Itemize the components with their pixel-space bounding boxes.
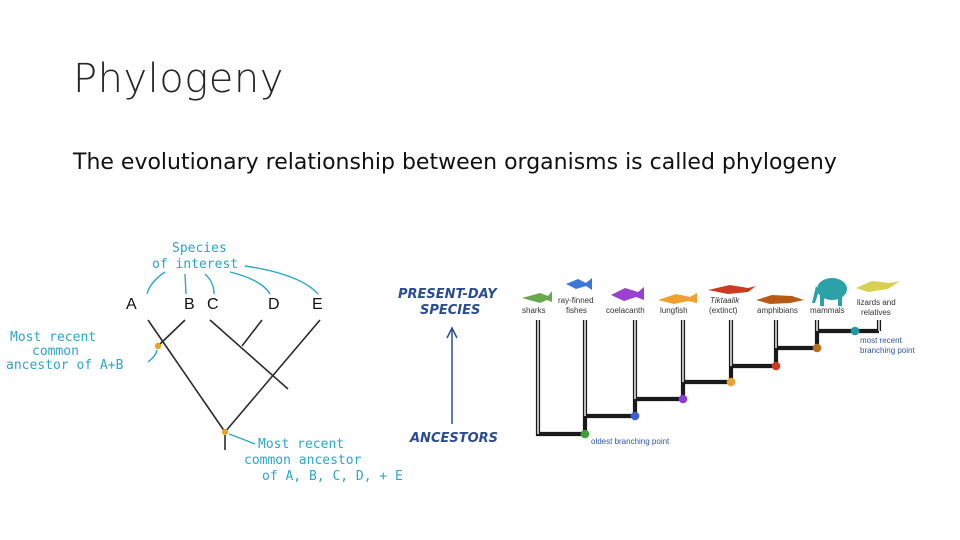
taxon-label-coelacanth: coelacanth <box>606 306 645 315</box>
most-recent-label-line1: most recent <box>860 336 903 345</box>
taxon-label-fishes: fishes <box>566 306 587 315</box>
tiktaalik-icon <box>708 285 756 294</box>
branch-node-1 <box>580 429 590 439</box>
taxon-label-lungfish: lungfish <box>660 306 688 315</box>
node-root <box>221 428 229 436</box>
branch-D <box>241 319 263 347</box>
species-arrows <box>146 265 319 295</box>
taxon-label-sharks: sharks <box>522 306 546 315</box>
taxon-label-mammals: mammals <box>810 306 845 315</box>
lungfish-icon <box>658 293 697 304</box>
ab-annotation-line2: common <box>32 344 79 359</box>
arrow-to-B <box>184 273 187 295</box>
slide-subtitle: The evolutionary relationship between or… <box>73 150 837 175</box>
left-tree-branches <box>147 319 321 450</box>
slide-title: Phylogeny <box>73 56 284 102</box>
branch-C <box>209 319 289 390</box>
leaf-B: B <box>184 296 195 313</box>
node-ab <box>154 342 162 350</box>
branch-node-5 <box>771 361 781 371</box>
branch-node-6 <box>812 343 822 353</box>
ab-annotation-line1: Most recent <box>10 330 96 345</box>
taxon-label-ray-finned: ray-finned <box>558 296 594 305</box>
leaf-A: A <box>126 296 137 313</box>
animal-icons <box>522 278 900 306</box>
branch-node-4 <box>726 377 736 387</box>
ray-finned-fish-icon <box>566 278 592 290</box>
arrow-to-node-ab <box>147 349 158 363</box>
taxon-label-amphibians: amphibians <box>757 306 798 315</box>
ancestors-label: ANCESTORS <box>409 431 498 446</box>
ab-annotation-line3: ancestor of A+B <box>6 358 124 373</box>
arrow-to-A <box>146 271 166 295</box>
root-annotation-line2: common ancestor <box>244 453 362 468</box>
arrow-to-E <box>244 265 319 295</box>
oldest-branching-point-label: oldest branching point <box>591 437 670 446</box>
mammal-icon <box>812 278 847 306</box>
branch-node-2 <box>630 411 640 421</box>
branch-node-3 <box>678 394 688 404</box>
most-recent-label-line2: branching point <box>860 346 915 355</box>
amphibian-icon <box>756 295 804 304</box>
leaf-D: D <box>268 296 280 313</box>
arrow-to-D <box>229 271 271 295</box>
left-tree-diagram: A B C D E Species of interest Most recen… <box>6 241 403 484</box>
taxon-label-extinct: (extinct) <box>709 306 738 315</box>
present-day-label-line2: SPECIES <box>420 303 480 318</box>
arrow-to-node-root <box>228 433 256 445</box>
arrow-to-C <box>204 273 215 295</box>
time-arrowhead <box>446 326 458 339</box>
leaf-E: E <box>312 296 323 313</box>
species-annotation-line2: of interest <box>152 257 238 272</box>
taxon-label-lizards: lizards and <box>857 298 896 307</box>
root-annotation-line1: Most recent <box>258 437 344 452</box>
cladogram-branches-inner <box>537 320 880 434</box>
species-annotation-line1: Species <box>172 241 227 256</box>
taxon-label-relatives: relatives <box>861 308 891 317</box>
cladogram-branches-outer <box>535 320 882 437</box>
middle-time-arrow: PRESENT-DAY SPECIES ANCESTORS <box>398 287 498 446</box>
taxon-label-tiktaalik: Tiktaalik <box>710 296 740 305</box>
branch-A <box>147 319 226 433</box>
branch-B <box>157 319 186 347</box>
root-annotation-line3: of A, B, C, D, + E <box>262 469 403 484</box>
coelacanth-icon <box>611 287 644 301</box>
present-day-label-line1: PRESENT-DAY <box>398 287 498 302</box>
right-cladogram: sharks ray-finned fishes coelacanth lung… <box>522 278 915 446</box>
leaf-C: C <box>207 296 219 313</box>
lizard-icon <box>856 281 900 292</box>
shark-icon <box>522 291 552 303</box>
branch-node-7 <box>850 326 860 336</box>
